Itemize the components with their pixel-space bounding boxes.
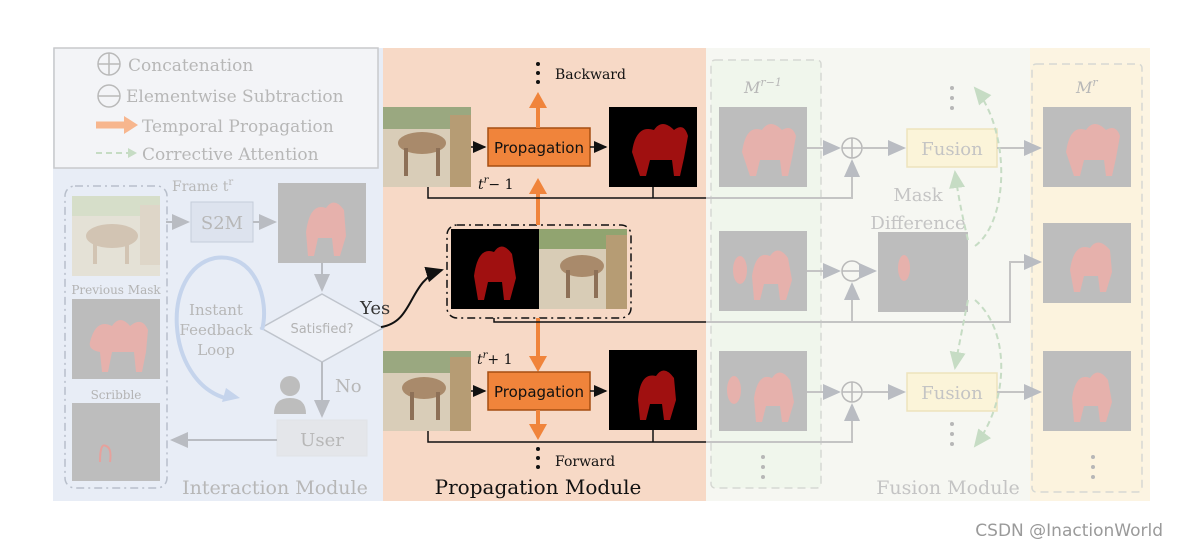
concatenation-icon [97,52,121,76]
frame-t-minus-image [383,107,471,187]
previous-mask-image [72,299,160,379]
watermark: CSDN @InactionWorld [975,521,1163,541]
current-frame-image [539,229,627,309]
svg-text:tr− 1: tr− 1 [478,175,514,193]
current-mask-image [451,229,539,309]
loop-line-3: Loop [197,341,235,359]
prev-mask-mid [719,231,807,311]
legend-concatenation: Concatenation [128,56,253,76]
prev-mask-top [719,107,807,187]
prev-mask-bottom [719,351,807,431]
yes-arrow [380,266,444,328]
interaction-module: Previous Mask Scribble Frame tr S2M Sati… [64,177,390,499]
dashed-green-arrow-icon [96,148,137,158]
subtract-op [841,260,863,282]
no-label: No [335,376,362,397]
frame-label: Frame [172,179,218,195]
input-group-box [64,185,168,489]
scribble-image [72,403,160,481]
svg-text:tr+ 1: tr+ 1 [477,350,513,368]
yes-label: Yes [359,298,390,319]
corrective-arrow-3 [949,299,969,370]
propagation-module: Backward Propagation tr− 1 [380,62,706,499]
propagation-label-top: Propagation [494,139,584,157]
fusion-box-bottom [906,372,998,412]
user-icon [274,376,306,414]
legend-subtraction: Elementwise Subtraction [126,87,344,107]
mask-diff-line-1: Mask [893,185,943,206]
feedback-loop-arrow [174,255,267,400]
t-plus-label: + 1 [487,352,512,368]
new-mask-bottom [1043,351,1131,431]
legend-corrective: Corrective Attention [142,145,319,165]
svg-text:Frame tr: Frame tr [172,177,233,195]
s2m-box [190,201,254,243]
frame-t-plus-image [383,351,471,431]
concat-op-top [841,137,863,159]
previous-mask-label: Previous Mask [71,283,161,297]
scribble-label: Scribble [91,388,142,402]
corrective-arrow-4 [973,299,1003,448]
new-mask-mid [1043,223,1131,303]
fusion-module: Mr−1 Mr [706,59,1143,499]
corrective-arrow-1 [973,86,1003,247]
loop-line-1: Instant [189,301,243,319]
m-cur-sup: r [1092,76,1098,89]
fusion-label-top: Fusion [921,139,983,160]
corrective-arrow-2 [949,170,969,241]
user-label: User [300,430,344,451]
propagation-label-bottom: Propagation [494,383,584,401]
frame-superscript: r [228,177,233,188]
frame-image [72,196,160,276]
fusion-module-title: Fusion Module [876,477,1020,499]
orange-arrow-icon [96,116,138,134]
mask-diff-line-2: Difference [870,213,965,234]
new-mask-top [1043,107,1131,187]
mask-t-plus [609,350,697,430]
mask-t-minus [609,107,697,187]
legend-temporal: Temporal Propagation [142,117,334,137]
current-frame-group [446,224,632,319]
loop-line-2: Feedback [180,321,254,339]
backward-label: Backward [555,67,626,83]
s2m-output-mask [278,183,366,263]
forward-label: Forward [555,454,615,470]
interaction-module-title: Interaction Module [182,477,368,499]
concat-op-bottom [841,381,863,403]
m-prev-sup: r−1 [760,76,781,89]
user-box [276,419,368,457]
subtraction-icon [97,84,121,108]
propagation-module-title: Propagation Module [435,475,642,499]
satisfied-label: Satisfied? [290,322,353,337]
fusion-label-bottom: Fusion [921,383,983,404]
t-minus-label: − 1 [488,177,513,193]
s2m-label: S2M [201,213,243,234]
mask-difference-image [878,232,968,312]
legend: Concatenation Elementwise Subtraction Te… [53,47,379,169]
